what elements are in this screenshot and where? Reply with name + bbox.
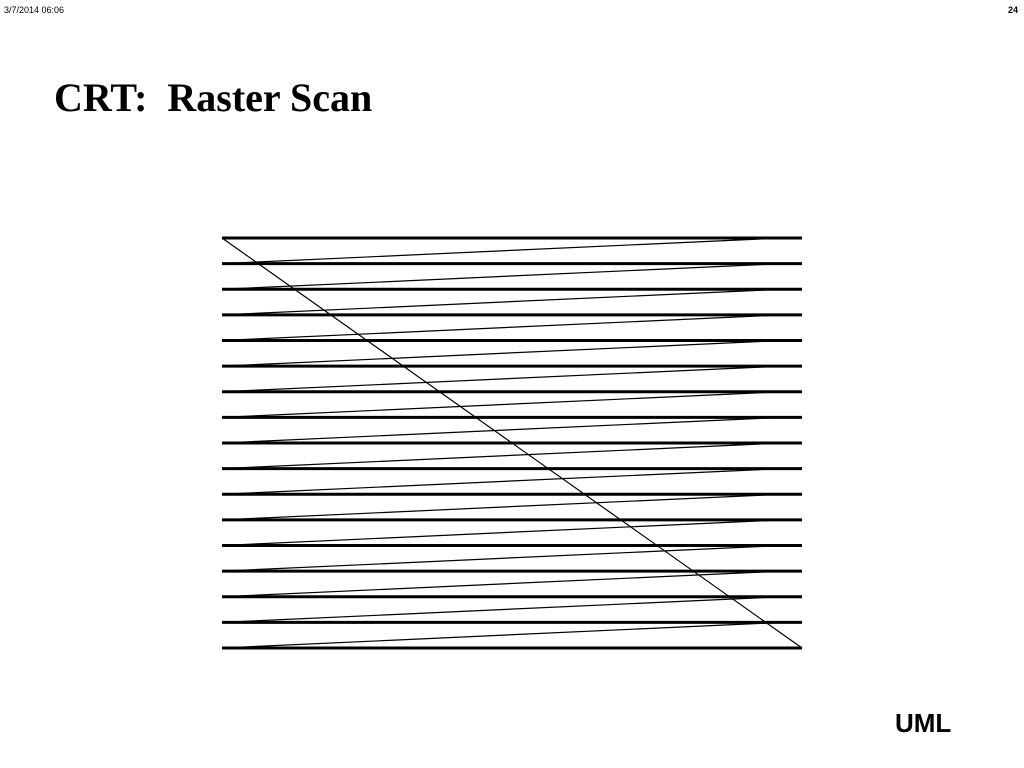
horizontal-retrace-line [221,442,783,470]
horizontal-retrace-line [221,544,783,572]
horizontal-retrace-line [221,621,783,649]
scan-lines [222,236,802,650]
horizontal-retrace-line [221,570,783,598]
horizontal-retrace-line [221,263,783,290]
horizontal-retrace-line [221,391,783,418]
horizontal-retrace-line [221,468,783,495]
horizontal-retrace-line [221,314,783,342]
slide-date: 3/7/2014 06:06 [4,5,65,15]
footer-label: UML [895,708,952,738]
retrace-lines [221,237,783,649]
slide-page-number: 24 [1007,5,1018,15]
horizontal-retrace-line [221,365,783,393]
vertical-retrace-line [221,237,803,649]
horizontal-retrace-line [221,288,783,316]
horizontal-retrace-line [221,416,783,444]
horizontal-retrace-line [221,493,783,521]
horizontal-retrace-line [221,596,783,623]
horizontal-retrace-line [221,339,783,367]
horizontal-retrace-line [221,237,783,265]
horizontal-retrace-line [221,519,783,547]
slide-title: CRT: Raster Scan [54,75,373,120]
